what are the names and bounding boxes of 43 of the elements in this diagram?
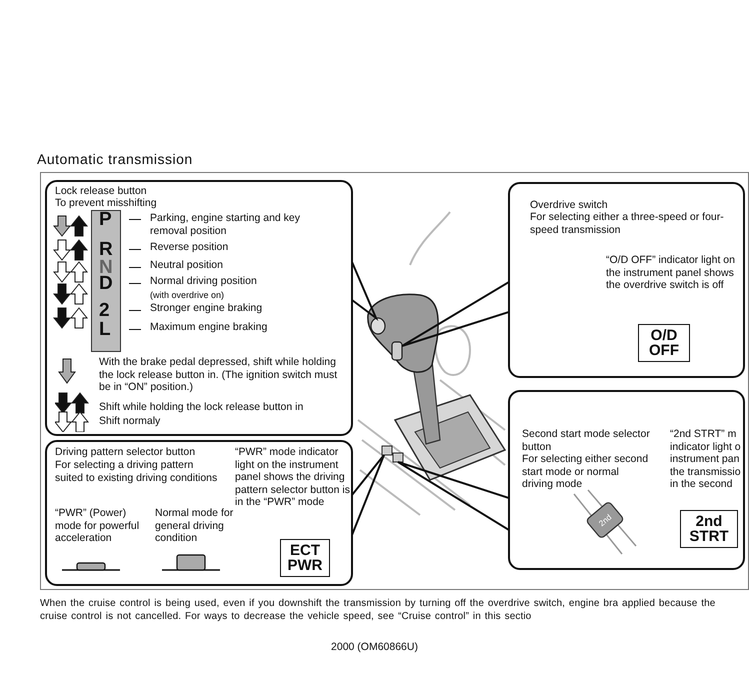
callout-heading: Second start mode selector button bbox=[522, 428, 651, 453]
legend-text: Shift normaly bbox=[99, 415, 162, 428]
mode-button-drawing: 2nd bbox=[570, 488, 640, 558]
callout-text: For selecting either second start mode or normal driving mode bbox=[522, 453, 650, 490]
caption-note: When the cruise control is being used, even if you downshift the transmission by turning off the overdrive switch, engine bra applied because the cruise control is not cancelled. For ways to decrease the vehicle speed, see “Cruise control” in this sectio bbox=[40, 598, 716, 623]
callout-tail bbox=[397, 461, 510, 531]
callout-box bbox=[508, 182, 745, 378]
callout-text: For selecting either a three-speed or four-speed transmission bbox=[530, 211, 725, 236]
position-label: Parking, engine starting and key removal position bbox=[150, 212, 302, 237]
picture bbox=[357, 211, 506, 516]
position-label: Reverse position bbox=[150, 241, 230, 254]
callout-heading: Lock release button bbox=[55, 185, 148, 198]
legend-text: Shift while holding the lock release button in bbox=[99, 401, 304, 414]
callout-box bbox=[45, 440, 353, 586]
indicator-light-icon: ECT PWR bbox=[280, 539, 330, 577]
callout-text: Normal mode for general driving condition bbox=[155, 507, 234, 544]
callout-text: “PWR” (Power) mode for powerful acceleration bbox=[55, 507, 140, 544]
page-footer: 2000 (OM60866U) bbox=[0, 641, 749, 654]
position-label: Stronger engine braking bbox=[150, 302, 264, 314]
gear-letter: L bbox=[99, 320, 111, 340]
position-label: Maximum engine braking bbox=[150, 321, 268, 334]
callout-text: “O/D OFF” indicator light on the instrument panel shows the overdrive switch is off bbox=[606, 254, 736, 292]
position-note: (with overdrive on) bbox=[150, 289, 224, 302]
legend-text: With the brake pedal depressed, shift while holding the lock release button in. (The ignition switch must be in “ON” position.) bbox=[99, 356, 338, 394]
position-label: Neutral position bbox=[150, 259, 224, 272]
indicator-light-icon: 2nd STRT bbox=[680, 510, 738, 548]
callout-text: To prevent misshifting bbox=[55, 197, 158, 210]
section-title: Automatic transmission bbox=[37, 151, 193, 167]
gear-letter: D bbox=[99, 274, 113, 294]
callout-text: For selecting a driving pattern suited to existing driving conditions bbox=[55, 459, 218, 484]
callout-tail bbox=[351, 262, 378, 322]
indicator-light-icon: O/D OFF bbox=[638, 324, 690, 362]
callout-tail bbox=[401, 281, 510, 347]
callout-box bbox=[45, 180, 353, 436]
callout-box bbox=[508, 390, 745, 570]
callout-text: “PWR” mode indicator light on the instrument panel shows the driving pattern selector button is in the “PWR” mode bbox=[235, 446, 351, 508]
callout-text: “2nd STRT” m indicator light o instrument pan the transmissio in the second bbox=[670, 428, 742, 490]
gear-letter: 2 bbox=[99, 301, 110, 321]
position-label: Normal driving position bbox=[150, 275, 258, 288]
gear-letter: P bbox=[99, 210, 112, 230]
callout-heading: Overdrive switch bbox=[530, 199, 609, 212]
gear-letter: R bbox=[99, 240, 113, 260]
callout-tail bbox=[351, 454, 385, 536]
